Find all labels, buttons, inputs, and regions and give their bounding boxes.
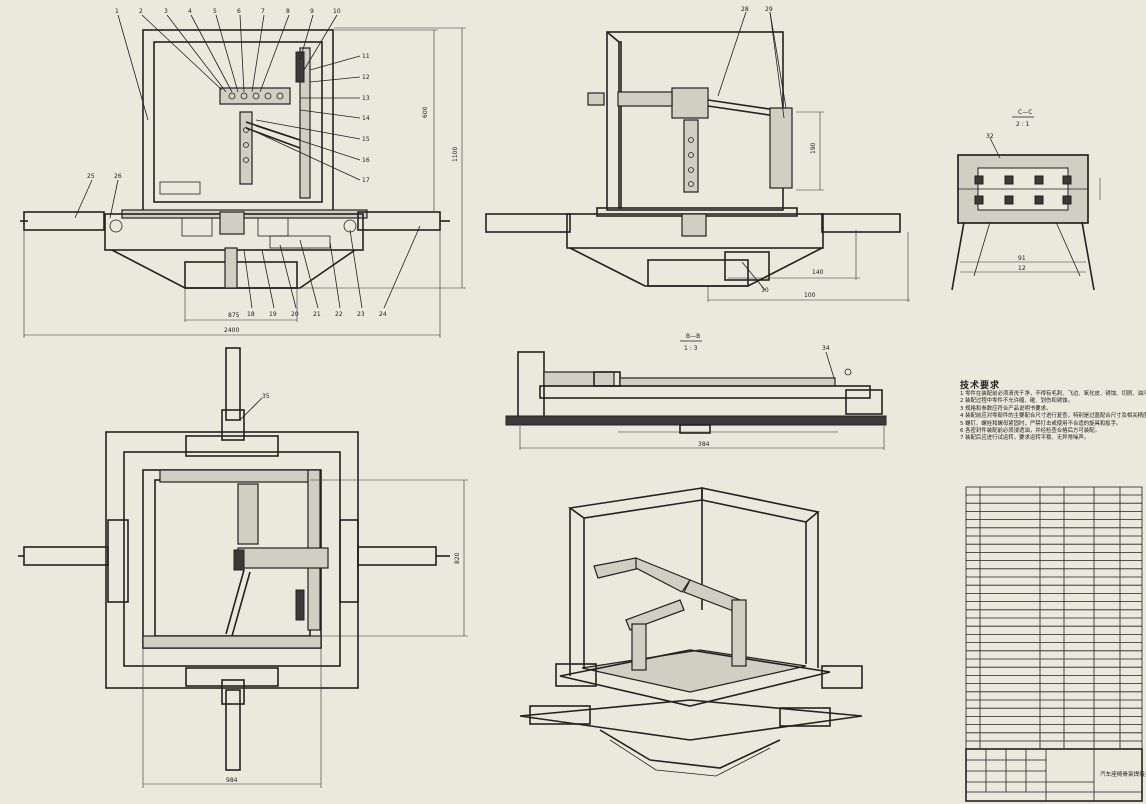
balloon-label: 30 xyxy=(761,287,769,294)
balloon-label: 29 xyxy=(765,6,773,13)
balloon-label: 19 xyxy=(269,311,277,318)
parts-list xyxy=(965,486,1143,750)
balloon-label: 16 xyxy=(362,157,370,164)
top-view: 35 984 820 xyxy=(18,347,468,788)
dim-label: 2400 xyxy=(224,327,239,334)
tech-line: 6 各密封件装配前必须浸透油，并经检查合格后方可装配。 xyxy=(960,428,1100,435)
balloon-label: 13 xyxy=(362,95,370,102)
section-scale: 1 : 3 xyxy=(684,345,698,352)
balloon-label: 25 xyxy=(87,173,95,180)
balloon-label: 7 xyxy=(261,8,265,15)
section-scale: 2 : 1 xyxy=(1016,121,1030,128)
balloon-label: 20 xyxy=(291,311,299,318)
balloon-label: 1 xyxy=(115,8,119,15)
tech-line: 4 装配前应对零部件的主要配合尺寸进行复查，特别是过盈配合尺寸及相关精度。 xyxy=(960,413,1146,420)
balloon-label: 24 xyxy=(379,311,387,318)
balloon-label: 9 xyxy=(310,8,314,15)
tech-line: 7 装配后应进行试运转，要求运转平稳、无异常噪声。 xyxy=(960,435,1090,442)
balloon-label: 21 xyxy=(313,311,321,318)
balloon-label: 34 xyxy=(822,345,830,352)
balloon-label: 11 xyxy=(362,53,370,60)
balloon-label: 8 xyxy=(286,8,290,15)
tech-requirements: 技术要求 1 零件在装配前必须清洗干净，不得有毛刺、飞边、氧化皮、锈蚀、切屑、油… xyxy=(960,378,1146,443)
dim-label: 100 xyxy=(804,292,816,299)
dim-label: 91 xyxy=(1018,255,1026,262)
balloon-label: 4 xyxy=(188,8,192,15)
dim-label: 984 xyxy=(226,777,238,784)
balloon-label: 2 xyxy=(139,8,143,15)
balloon-label: 23 xyxy=(357,311,365,318)
balloon-label: 14 xyxy=(362,115,370,122)
tech-line: 1 零件在装配前必须清洗干净，不得有毛刺、飞边、氧化皮、锈蚀、切屑、油污、着色剂… xyxy=(960,391,1146,397)
balloon-label: 35 xyxy=(262,393,270,400)
dim-label: 12 xyxy=(1018,265,1026,272)
title-block: 汽车座椅骨架焊接夹具 xyxy=(965,748,1146,802)
section-bb-view: B—B 1 : 3 34 384 xyxy=(505,333,887,450)
dim-label: 140 xyxy=(812,269,824,276)
balloon-label: 17 xyxy=(362,177,370,184)
balloon-label: 5 xyxy=(213,8,217,15)
section-label: B—B xyxy=(686,333,700,340)
tech-line: 5 螺钉、螺栓和螺母紧固时，严禁打击或使用不合适的旋具和扳手。 xyxy=(960,420,1122,427)
balloon-label: 18 xyxy=(247,311,255,318)
balloon-label: 22 xyxy=(335,311,343,318)
dim-label: 384 xyxy=(698,441,710,448)
section-cc-view: C—C 2 : 1 32 91 12 xyxy=(951,109,1101,291)
dim-label: 820 xyxy=(454,552,461,564)
side-view: 28 29 30 190 140 100 xyxy=(485,6,910,302)
balloon-label: 32 xyxy=(986,133,994,140)
balloon-label: 15 xyxy=(362,136,370,143)
dim-label: 1100 xyxy=(452,147,459,162)
dim-label: 190 xyxy=(810,142,817,154)
balloon-label: 12 xyxy=(362,74,370,81)
tech-line: 3 规格和参数应符合产品说明书要求。 xyxy=(960,405,1052,412)
front-view: 1 2 3 4 5 6 7 8 9 10 11 12 13 14 15 16 1… xyxy=(20,8,466,338)
tech-line: 2 装配过程中零件不允许磕、碰、划伤和锈蚀。 xyxy=(960,398,1073,405)
isometric-view xyxy=(519,487,863,777)
drawing-title: 汽车座椅骨架焊接夹具 xyxy=(1100,770,1146,778)
balloon-label: 26 xyxy=(114,173,122,180)
balloon-label: 3 xyxy=(164,8,168,15)
section-label: C—C xyxy=(1018,109,1032,116)
balloon-label: 10 xyxy=(333,8,341,15)
frame-inner xyxy=(153,41,323,203)
dim-label: 875 xyxy=(228,312,240,319)
balloon-label: 28 xyxy=(741,6,749,13)
dim-label: 600 xyxy=(422,106,429,118)
balloon-label: 6 xyxy=(237,8,241,15)
tech-requirements-title: 技术要求 xyxy=(960,381,1001,391)
